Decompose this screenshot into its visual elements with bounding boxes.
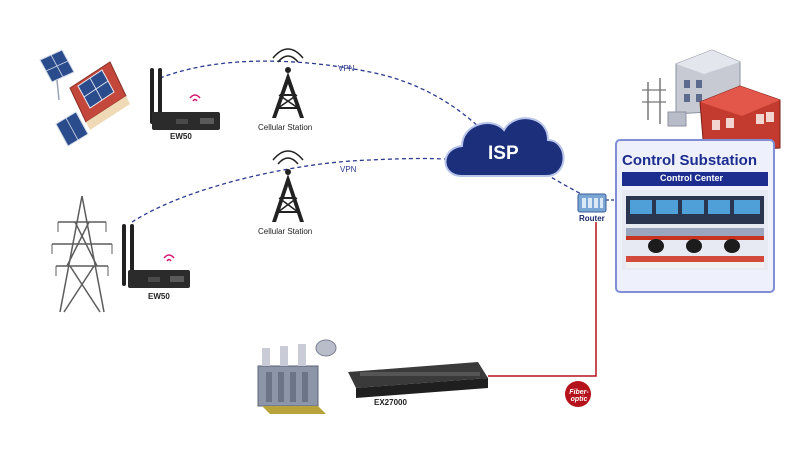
- substation-buildings-icon: [642, 49, 781, 153]
- control-substation-panel: [615, 139, 775, 293]
- vpn-top-label: VPN: [338, 64, 355, 73]
- ew50-bottom-device-icon: [122, 224, 190, 288]
- solar-array-icon: [39, 49, 130, 147]
- ew50-bottom-label: EW50: [148, 292, 170, 301]
- vpn-bottom-label: VPN: [340, 165, 357, 174]
- cellular-tower-top-icon: [272, 48, 304, 118]
- router-label: Router: [579, 214, 605, 223]
- isp-label: ISP: [488, 143, 519, 164]
- ex27000-switch-icon: [348, 362, 488, 398]
- power-pylon-icon: [51, 195, 113, 313]
- fiber-optic-label: Fiber-optic: [569, 389, 589, 403]
- cellular-station-bottom-label: Cellular Station: [258, 227, 313, 236]
- fiber-link: [488, 222, 597, 377]
- cellular-tower-bottom-icon: [272, 150, 304, 222]
- control-substation-title: Control Substation: [622, 152, 757, 169]
- cellular-station-top-label: Cellular Station: [258, 123, 313, 132]
- vpn-link-bottom: [131, 157, 456, 223]
- control-center-subtitle: Control Center: [660, 173, 723, 183]
- transformer-icon: [257, 339, 337, 414]
- fiber-optic-badge-icon: [565, 381, 591, 407]
- ew50-top-label: EW50: [170, 132, 192, 141]
- ew50-top-device-icon: [150, 68, 220, 130]
- vpn-link-top: [159, 60, 481, 129]
- ex27000-label: EX27000: [374, 398, 407, 407]
- isp-cloud-icon: [444, 117, 565, 177]
- router-icon: [577, 193, 607, 213]
